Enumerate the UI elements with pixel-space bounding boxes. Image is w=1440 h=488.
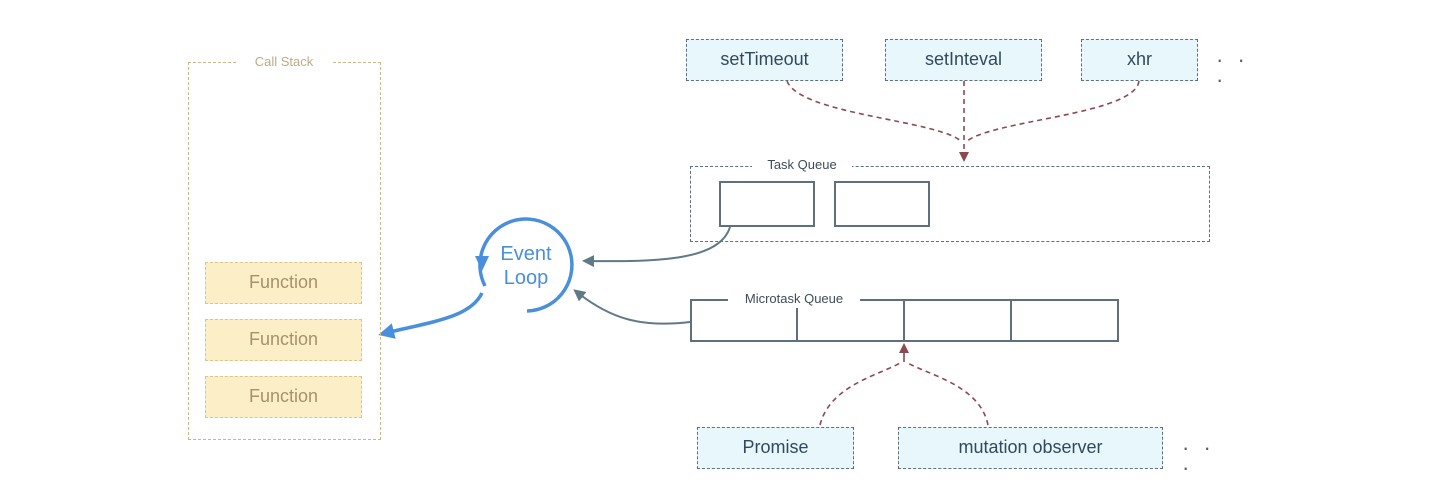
event-loop-label: Event Loop	[486, 242, 566, 294]
more-apis-ellipsis: · · ·	[1216, 47, 1249, 92]
event-loop-arrowhead	[475, 256, 489, 271]
task-queue-container	[690, 166, 1210, 242]
microtask-queue-divider-1	[796, 299, 798, 342]
loop-to-stack-arrow	[378, 292, 484, 339]
task-queue-slot-2	[834, 181, 930, 227]
mutation-to-micro-arrow	[905, 361, 989, 426]
call-stack-function-1: Function	[205, 262, 362, 304]
settimeout-to-task-arrow	[786, 80, 963, 143]
call-stack-title: Call Stack	[236, 53, 332, 71]
promise-to-micro-arrow	[819, 361, 903, 426]
event-loop-label-line2: Loop	[503, 267, 549, 289]
more-sources-ellipsis: · · ·	[1182, 435, 1215, 480]
call-stack-function-2: Function	[205, 319, 362, 361]
task-queue-title: Task Queue	[752, 156, 852, 174]
microtask-queue-divider-2	[903, 299, 905, 342]
event-loop-label-line1: Event	[500, 243, 552, 265]
task-queue-slot-1	[719, 181, 815, 227]
promise-box: Promise	[697, 427, 854, 469]
setinteval-box: setInteval	[885, 39, 1042, 81]
settimeout-box: setTimeout	[686, 39, 843, 81]
call-stack-function-3: Function	[205, 376, 362, 418]
microtask-queue-divider-3	[1010, 299, 1012, 342]
task-to-loop-arrow	[582, 226, 731, 268]
microtask-queue-title: Microtask Queue	[728, 290, 860, 308]
micro-to-loop-arrow	[573, 289, 691, 325]
xhr-to-task-arrow	[965, 80, 1140, 143]
mutation-observer-box: mutation observer	[898, 427, 1163, 469]
event-loop-circle	[478, 217, 574, 313]
xhr-box: xhr	[1081, 39, 1198, 81]
